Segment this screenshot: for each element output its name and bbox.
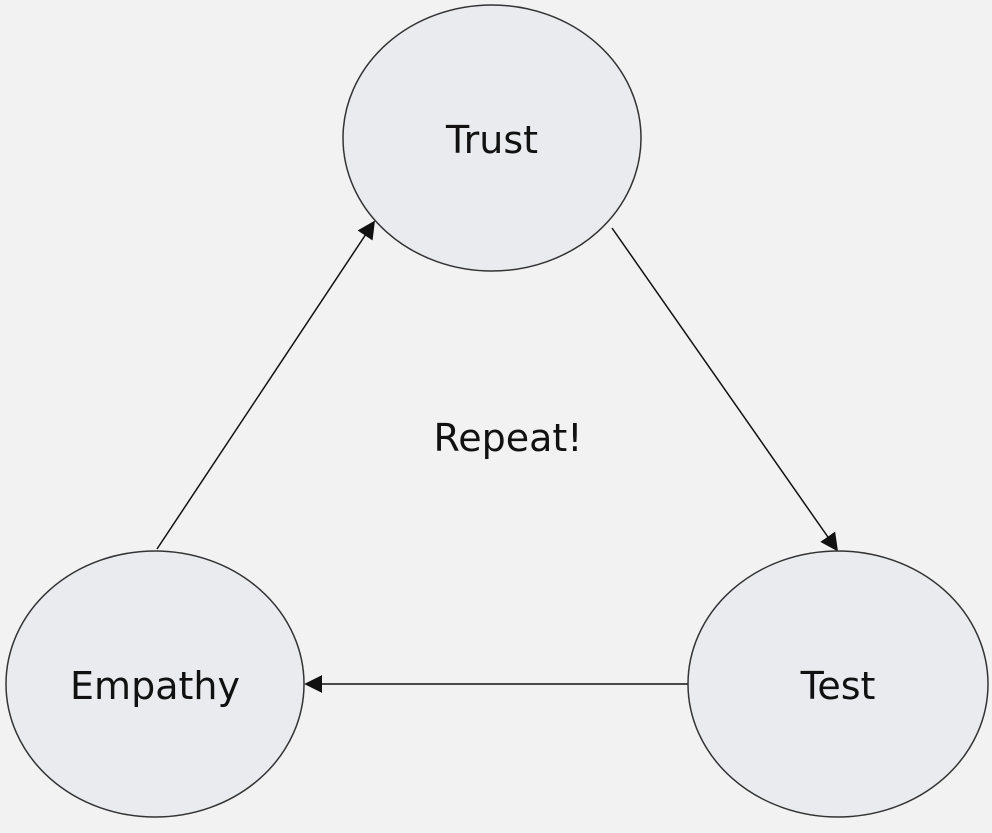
edge-empathy-to-trust [156,220,375,550]
node-test: Test [687,550,989,818]
node-empathy: Empathy [5,550,305,818]
node-empathy-circle [5,550,305,818]
node-trust: Trust [342,4,642,272]
node-trust-circle [342,4,642,272]
center-label: Repeat! [434,416,583,460]
node-empathy-label: Empathy [70,664,240,708]
node-test-label: Test [800,664,876,708]
edge-trust-to-test [611,227,839,552]
node-test-circle [687,550,989,818]
node-trust-label: Trust [445,118,538,162]
